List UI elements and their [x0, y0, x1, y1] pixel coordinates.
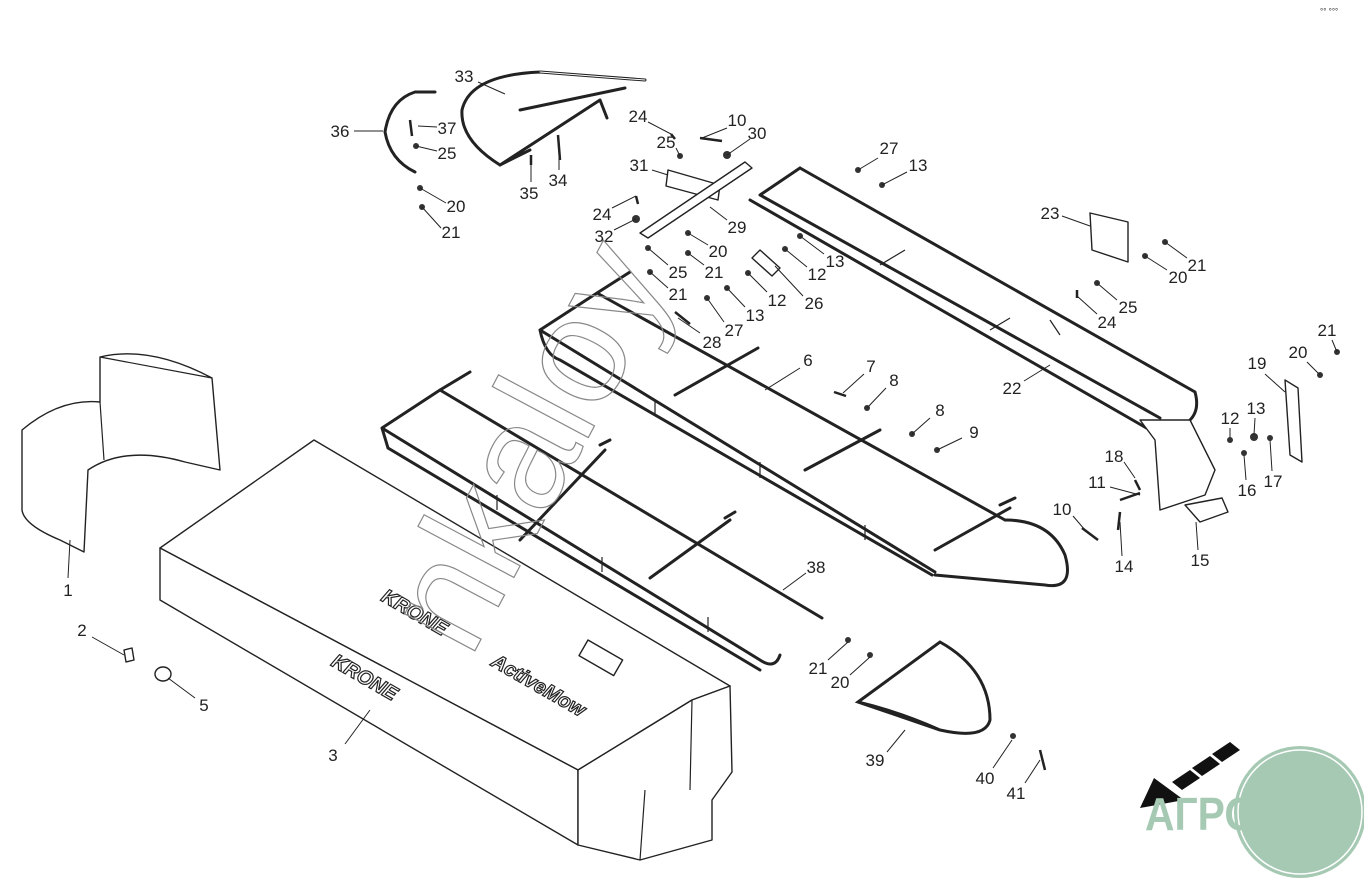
part-38-frame	[380, 370, 824, 672]
callout-21: 21	[1318, 321, 1337, 340]
part-1-side-shield	[21, 353, 221, 553]
callout-36: 36	[331, 122, 350, 141]
callout-18: 18	[1105, 447, 1124, 466]
callout-21: 21	[669, 285, 688, 304]
callout-26: 26	[805, 294, 824, 313]
part-39-guard	[854, 640, 992, 735]
callout-6: 6	[803, 351, 812, 370]
part-6-frame	[538, 270, 1069, 588]
callout-17: 17	[1264, 472, 1283, 491]
callout-37: 37	[438, 119, 457, 138]
callout-12: 12	[808, 265, 827, 284]
callout-1: 1	[63, 581, 72, 600]
callout-leaders	[67, 81, 1338, 784]
part-19-plate	[1284, 379, 1303, 463]
part-22-main-beam	[748, 166, 1229, 523]
callout-24: 24	[1098, 313, 1117, 332]
callout-21: 21	[442, 223, 461, 242]
callout-29: 29	[728, 218, 747, 237]
callout-21: 21	[809, 659, 828, 678]
callout-40: 40	[976, 769, 995, 788]
callout-15: 15	[1191, 551, 1210, 570]
callout-13: 13	[909, 156, 928, 175]
callout-31: 31	[630, 156, 649, 175]
callout-32: 32	[595, 227, 614, 246]
callout-35: 35	[520, 184, 539, 203]
callout-16: 16	[1238, 481, 1257, 500]
callout-10: 10	[728, 111, 747, 130]
callout-25: 25	[669, 263, 688, 282]
logo-text: АГРОНКА	[1145, 788, 1340, 840]
callout-19: 19	[1248, 354, 1267, 373]
part-36-bracket	[383, 90, 437, 174]
callout-20: 20	[447, 197, 466, 216]
callout-21: 21	[705, 263, 724, 282]
callout-22: 22	[1003, 379, 1022, 398]
callout-24: 24	[593, 205, 612, 224]
callout-labels: 1 2 5 3 36 37 25 20 21 33 35 34 24 25 10…	[63, 67, 1336, 803]
callout-21: 21	[1188, 256, 1207, 275]
callout-13: 13	[826, 252, 845, 271]
callout-28: 28	[703, 333, 722, 352]
callout-27: 27	[880, 139, 899, 158]
part-2-clip	[123, 647, 135, 663]
callout-14: 14	[1115, 557, 1134, 576]
callout-23: 23	[1041, 204, 1060, 223]
callout-20: 20	[709, 242, 728, 261]
callout-25: 25	[438, 144, 457, 163]
callout-13: 13	[746, 306, 765, 325]
watermark: nkaloy	[350, 213, 702, 675]
callout-12: 12	[768, 291, 787, 310]
callout-33: 33	[455, 67, 474, 86]
part-3-main-cover: KRONE KRONE ActiveMow	[159, 439, 733, 861]
agronka-logo: АГРОНКА	[1140, 742, 1364, 878]
arrow-icon	[1140, 778, 1184, 808]
callout-8: 8	[935, 401, 944, 420]
callout-39: 39	[866, 751, 885, 770]
callout-11: 11	[1088, 473, 1106, 492]
callout-8: 8	[889, 371, 898, 390]
callout-20: 20	[1289, 343, 1308, 362]
callout-13: 13	[1247, 399, 1266, 418]
part-26-pin	[751, 249, 781, 277]
callout-20: 20	[1169, 268, 1188, 287]
part-23-plate	[1089, 212, 1129, 263]
corner-marks: °° °°°	[1320, 7, 1338, 16]
callout-20: 20	[831, 673, 850, 692]
callout-38: 38	[807, 558, 826, 577]
callout-10: 10	[1053, 500, 1072, 519]
callout-5: 5	[199, 696, 208, 715]
part-33-guard	[460, 70, 647, 167]
callout-41: 41	[1007, 784, 1026, 803]
callout-25: 25	[657, 133, 676, 152]
callout-30: 30	[748, 124, 767, 143]
callout-9: 9	[969, 423, 978, 442]
part-5-nut	[154, 666, 172, 682]
callout-3: 3	[328, 746, 337, 765]
callout-27: 27	[725, 321, 744, 340]
callout-12: 12	[1221, 409, 1240, 428]
callout-34: 34	[549, 171, 568, 190]
callout-7: 7	[866, 357, 875, 376]
callout-2: 2	[77, 621, 86, 640]
part-29-strip	[639, 161, 753, 239]
callout-25: 25	[1119, 298, 1138, 317]
callout-24: 24	[629, 107, 648, 126]
